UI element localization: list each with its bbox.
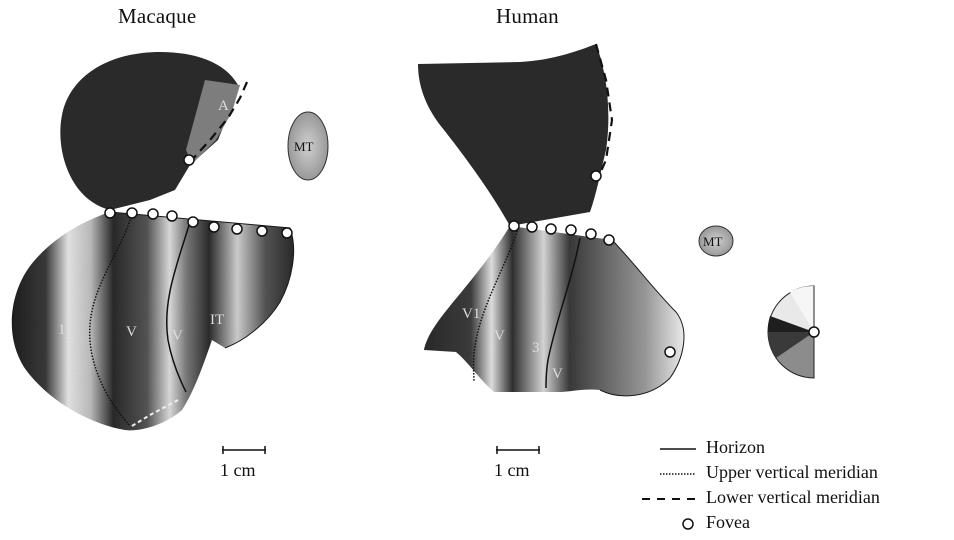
human-v1-label: V1 [462,306,480,322]
macaque-v3-label: V [172,328,183,344]
macaque-v2-label: V [126,324,137,340]
legend-item-upper-vertical-meridian: Upper vertical meridian [640,462,952,484]
human-scale-bar [496,446,540,454]
macaque-v1-label: 1 [58,322,66,338]
visual-field-key [768,286,819,378]
fovea-circle-icon [640,512,696,534]
dashed-line-icon [640,487,696,509]
human-v4-label: V [552,366,563,382]
dotted-line-icon [640,462,696,484]
human-map: MT V1 V 3 V [418,44,733,396]
macaque-ventral-region [12,212,294,430]
legend-label: Fovea [706,512,750,533]
macaque-map: MT A 1 V V IT [12,52,328,430]
human-mt-label: MT [703,234,723,249]
macaque-v4-label: A [218,98,229,114]
solid-line-icon [640,437,696,459]
legend-label: Upper vertical meridian [706,462,878,483]
human-v3-label: 3 [532,340,540,356]
human-v2-label: V [494,328,505,344]
human-dorsal-region [418,44,608,226]
macaque-mt-label: MT [294,139,314,154]
legend-item-lower-vertical-meridian: Lower vertical meridian [640,487,952,509]
human-scale-label: 1 cm [494,460,530,481]
macaque-ext-label: IT [210,312,224,328]
macaque-scale-bar [222,446,266,454]
legend-item-horizon: Horizon [640,437,952,459]
legend-item-fovea: Fovea [640,512,952,534]
macaque-scale-label: 1 cm [220,460,256,481]
legend-label: Lower vertical meridian [706,487,880,508]
legend-label: Horizon [706,437,765,458]
